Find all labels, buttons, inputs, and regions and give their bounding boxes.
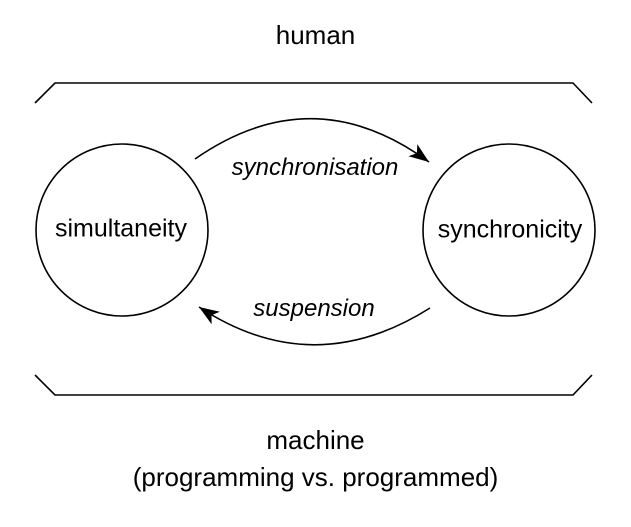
left-node-label: simultaneity — [55, 214, 187, 243]
bottom-bracket — [34, 374, 593, 396]
right-node-label: synchronicity — [437, 215, 583, 244]
human-label: human — [275, 20, 356, 50]
top-bracket — [34, 82, 593, 104]
right-node-circle — [422, 143, 596, 317]
suspension-arrow — [198, 306, 431, 346]
synchronisation-arrow-label: synchronisation — [231, 154, 399, 181]
machine-sublabel: (programming vs. programmed) — [132, 462, 499, 492]
left-node-circle — [35, 143, 209, 317]
synchronisation-arrow — [194, 118, 430, 163]
machine-label: machine — [266, 425, 365, 455]
suspension-arrow-label: suspension — [253, 295, 375, 322]
